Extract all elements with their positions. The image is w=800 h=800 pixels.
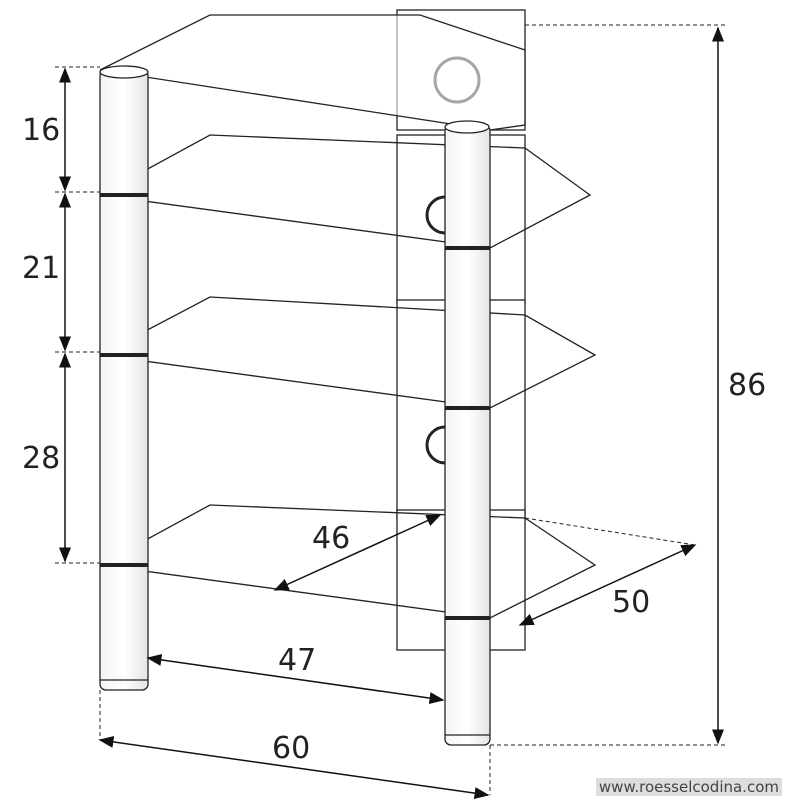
shelf-4	[99, 504, 597, 619]
dim-shelf-gap-middle: 21	[22, 251, 60, 286]
dim-width: 60	[272, 731, 310, 766]
shelf-2	[99, 134, 592, 249]
dim-inner-width: 47	[278, 643, 316, 678]
right-post	[444, 120, 491, 746]
dim-shelf-gap-top: 16	[22, 113, 60, 148]
extension-lines	[55, 24, 725, 795]
dim-depth: 50	[612, 585, 650, 620]
left-post	[99, 65, 149, 691]
dim-line-inner-depth	[273, 514, 442, 591]
dim-total-height: 86	[728, 368, 766, 403]
shelves	[99, 14, 597, 619]
shelf-3	[99, 296, 597, 409]
dim-inner-depth: 46	[312, 521, 350, 556]
shelf-1	[99, 14, 526, 131]
dimension-lines	[59, 26, 724, 800]
dim-line-inner-width	[146, 653, 445, 705]
dim-line-width	[98, 735, 490, 800]
watermark: www.roesselcodina.com	[595, 778, 782, 796]
dim-line-depth	[518, 544, 697, 626]
dim-shelf-gap-bottom: 28	[22, 441, 60, 476]
